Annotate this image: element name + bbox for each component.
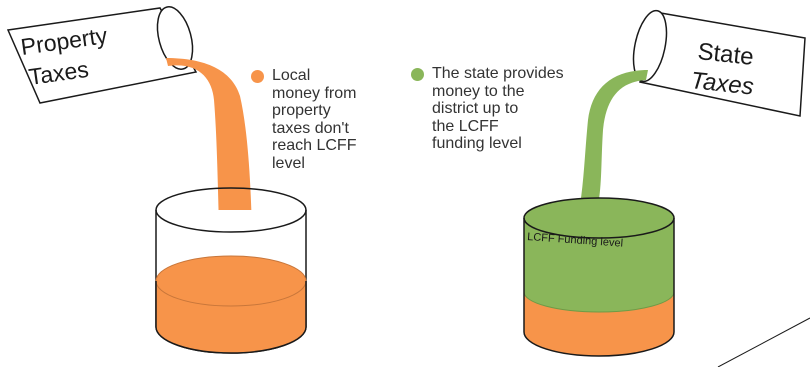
caption-line: the LCFF [432, 117, 499, 135]
caption-line: The state provides [432, 65, 564, 82]
state-district-glass: LCFF Funding level [523, 197, 675, 357]
caption-line: Local [272, 67, 311, 84]
caption-line: money to the [432, 82, 525, 100]
caption-line: district up to [432, 100, 519, 117]
corner-divider-line [717, 317, 810, 367]
state-money-caption: The state provides money to the district… [432, 65, 564, 153]
state-can-label-line2: Taxes [689, 67, 755, 100]
state-can-label-line1: State [696, 38, 755, 71]
caption-line: level [272, 154, 305, 172]
caption-line: property [272, 102, 331, 119]
caption-line: money from [272, 84, 357, 102]
state-money-bullet-icon [411, 68, 424, 81]
state-money-stream [580, 70, 648, 205]
local-money-caption: Local money from property taxes don't re… [272, 67, 356, 172]
local-money-bullet-icon [251, 70, 264, 83]
caption-line: reach LCFF [272, 137, 357, 154]
caption-line: taxes don't [272, 119, 349, 137]
property-taxes-can: Property Taxes [6, 6, 198, 104]
local-district-glass [155, 187, 307, 354]
caption-line: funding level [432, 135, 522, 152]
state-taxes-can: State Taxes [632, 9, 806, 117]
